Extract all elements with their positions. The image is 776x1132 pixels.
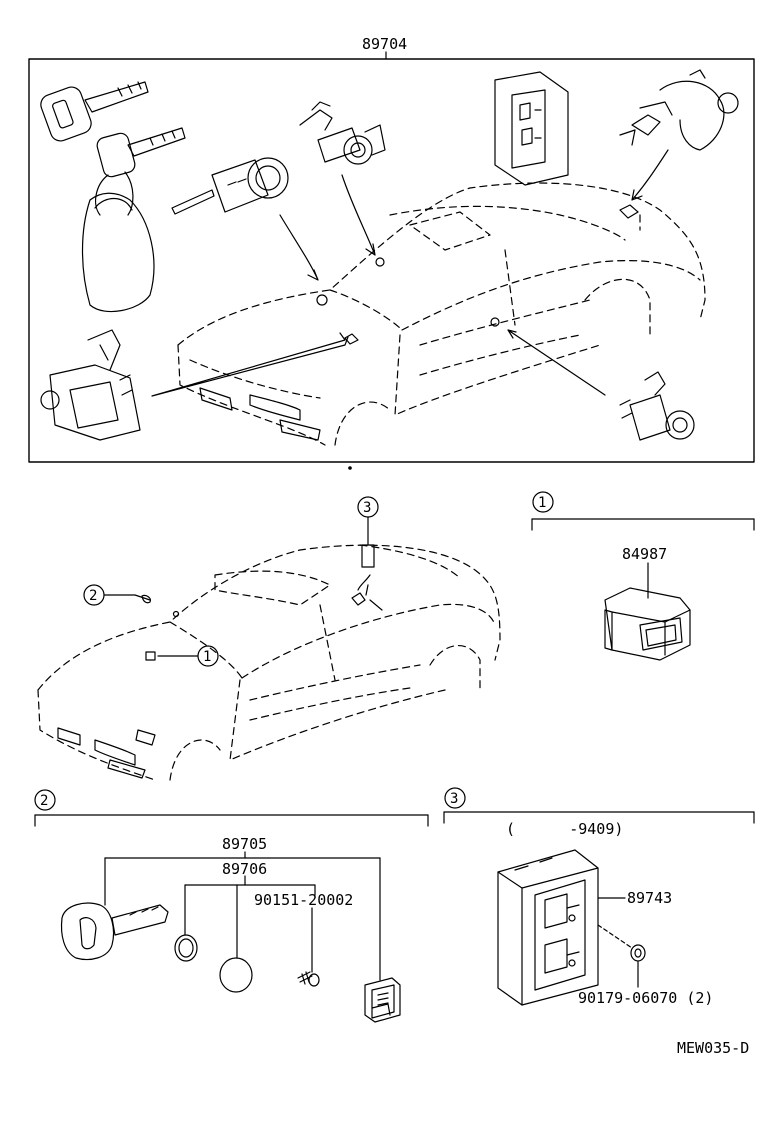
top-panel-part-number: 89704 [362,35,408,53]
callout-2-label: 2 [89,588,98,604]
receiver-part-number: 89743 [627,889,673,907]
top-car-outline [177,182,706,446]
callout-3-marker [357,496,379,546]
section-3-number: 3 [450,791,459,807]
ecu-module-icon [494,71,569,186]
nut-part-number: 90179-06070 (2) [578,989,714,1007]
middle-car-front [57,544,383,779]
nut-icon [630,944,646,962]
switch-icon [604,587,691,661]
section-2-number: 2 [40,793,49,809]
transmitter-part-number: 89706 [222,860,268,878]
middle-car-outline [37,544,501,781]
side-cylinder-arrow [507,329,606,396]
switch-part-number: 84987 [622,545,668,563]
receiver-small-icon [364,977,401,1023]
key-icon [40,81,149,142]
screw-icon [297,971,320,987]
trunk-lock-icon [619,69,739,151]
section-2-header [34,789,429,827]
ignition-cylinder-icon [171,157,289,215]
ignition-arrow [279,214,319,281]
callout-3-label: 3 [363,500,372,516]
section-3-range: ( -9409) [506,820,624,838]
door-lock-arrow [341,174,376,256]
o-ring-icon [174,934,198,962]
top-panel-frame [28,58,755,463]
actuator-arrow [151,332,349,397]
section-1-number: 1 [538,495,547,511]
callout-1-marker [157,645,219,667]
section-3-header [443,787,755,824]
key-fob-icon [81,127,186,313]
transmitter-key-icon [60,902,169,961]
section-2-leaders [104,851,381,981]
callout-2-marker [83,584,151,606]
key-set-part-number: 89705 [222,835,268,853]
door-lock-cylinder-icon [299,101,386,165]
battery-cover-icon [219,957,253,993]
receiver-module-icon [497,849,599,1006]
top-car-front [199,204,639,441]
figure-code: MEW035-D [677,1039,750,1057]
trunk-lock-arrow [631,149,669,201]
screw-part-number: 90151-20002 [254,891,354,909]
callout-1-label: 1 [203,649,212,665]
nut-leader [597,924,633,949]
actuator-icon [40,329,141,441]
section-1-header [531,491,755,531]
dot-marker [348,466,352,470]
side-cylinder-icon [619,371,695,441]
